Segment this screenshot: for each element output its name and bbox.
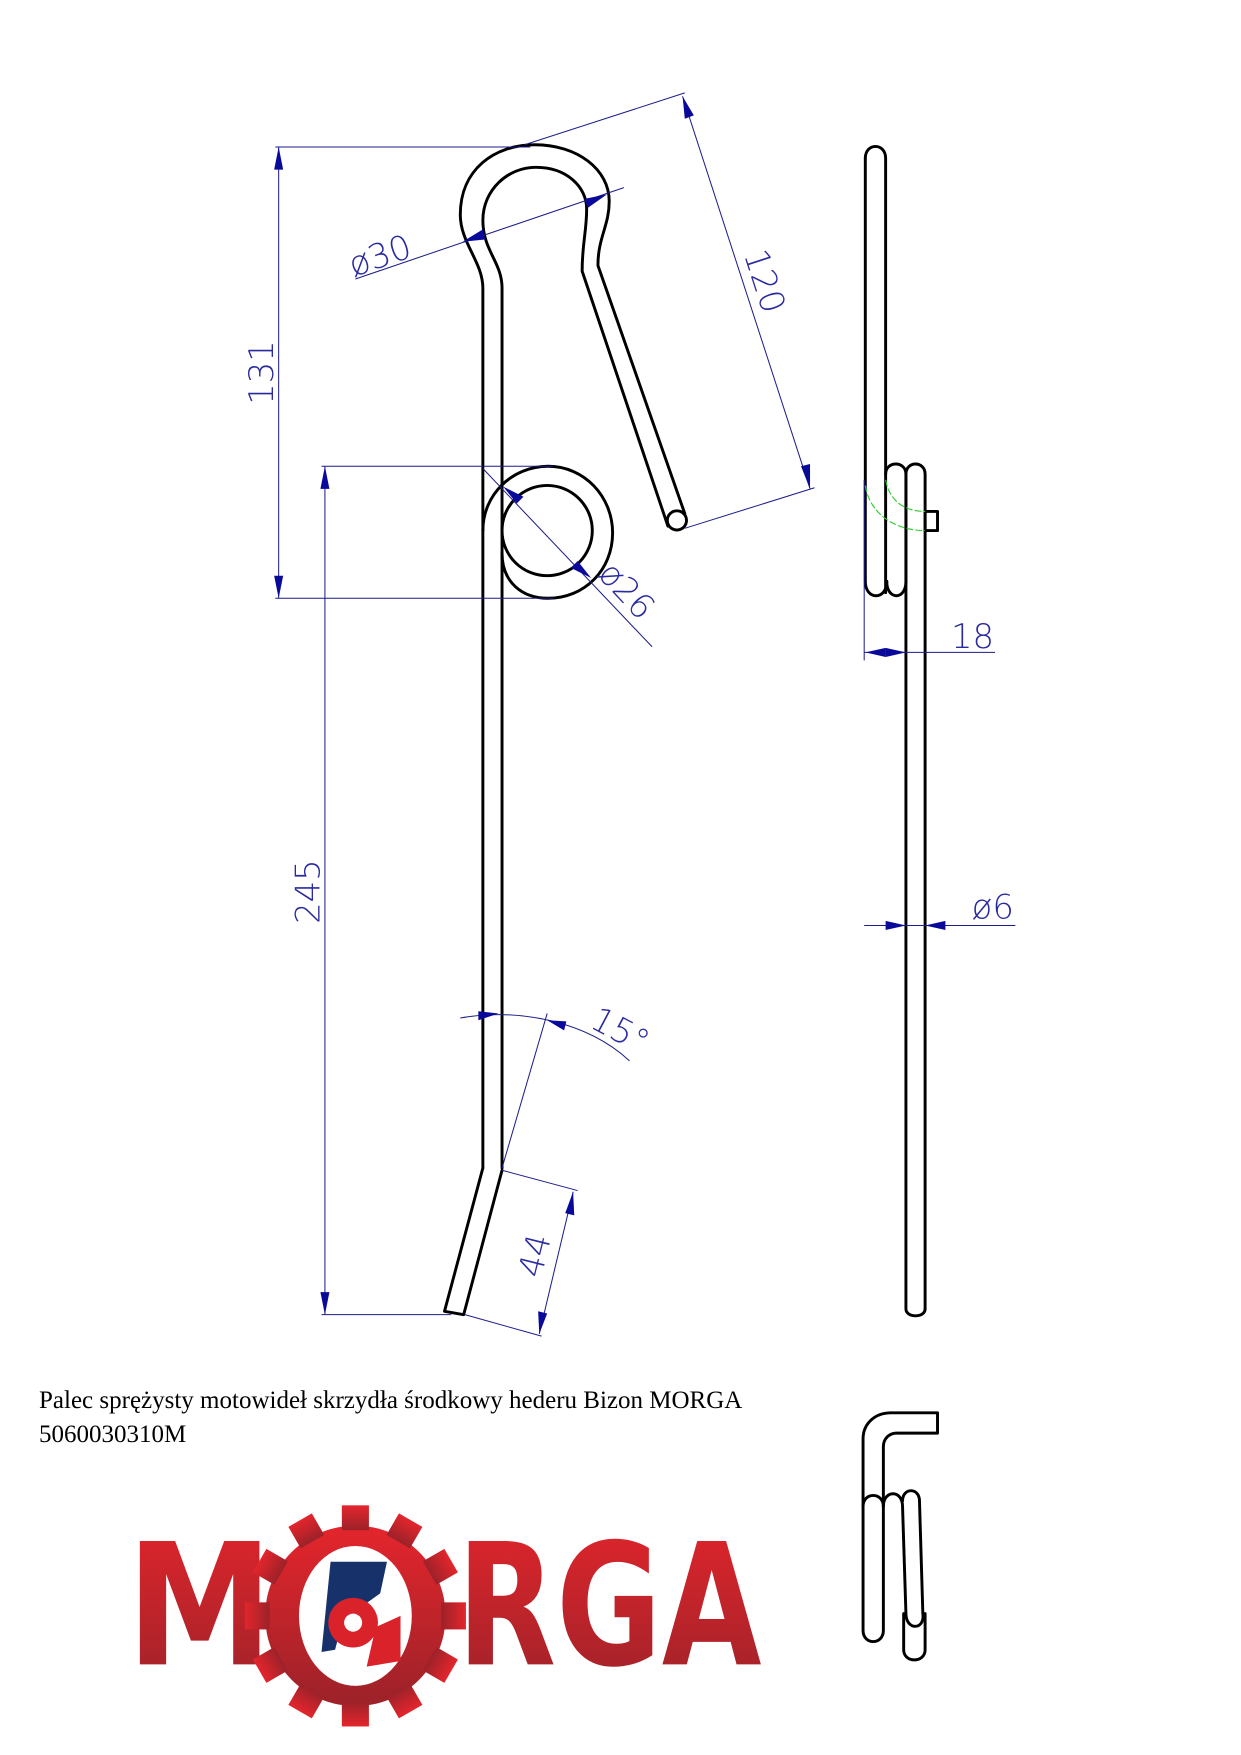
dimension-wire-diameter-label: ø6: [972, 888, 1014, 927]
dimension-120-label: 120: [736, 244, 793, 317]
part-description: Palec sprężysty motowideł skrzydła środk…: [39, 1387, 743, 1414]
part-number: 5060030310M: [39, 1421, 187, 1448]
dimension-120: 120: [524, 92, 815, 529]
spring-tine-side-view: [863, 144, 939, 1318]
dimension-44-label: 44: [511, 1230, 559, 1281]
dimension-44: 44: [464, 1169, 578, 1337]
morga-logo: M RGA: [126, 1505, 762, 1727]
spring-tine-front-view: [443, 143, 688, 1317]
dimension-15-degrees: 15°: [460, 999, 656, 1169]
dimension-131: 131: [242, 146, 553, 599]
svg-text:RGA: RGA: [457, 1507, 762, 1704]
dimension-245-label: 245: [288, 859, 327, 924]
dimension-18: 18: [863, 479, 996, 661]
dimension-loop-diameter-label: ø30: [343, 227, 416, 285]
gear-icon: [244, 1505, 466, 1727]
dimension-15-degrees-label: 15°: [585, 999, 656, 1062]
dimension-131-label: 131: [242, 340, 281, 405]
dimension-coil-diameter-label: ø26: [591, 554, 663, 627]
part-caption: Palec sprężysty motowideł skrzydła środk…: [39, 1384, 742, 1452]
dimension-245: 245: [288, 465, 553, 1316]
spring-tine-top-view: [861, 1411, 939, 1662]
dimension-18-label: 18: [951, 617, 994, 656]
dimension-wire-diameter: ø6: [864, 888, 1016, 930]
